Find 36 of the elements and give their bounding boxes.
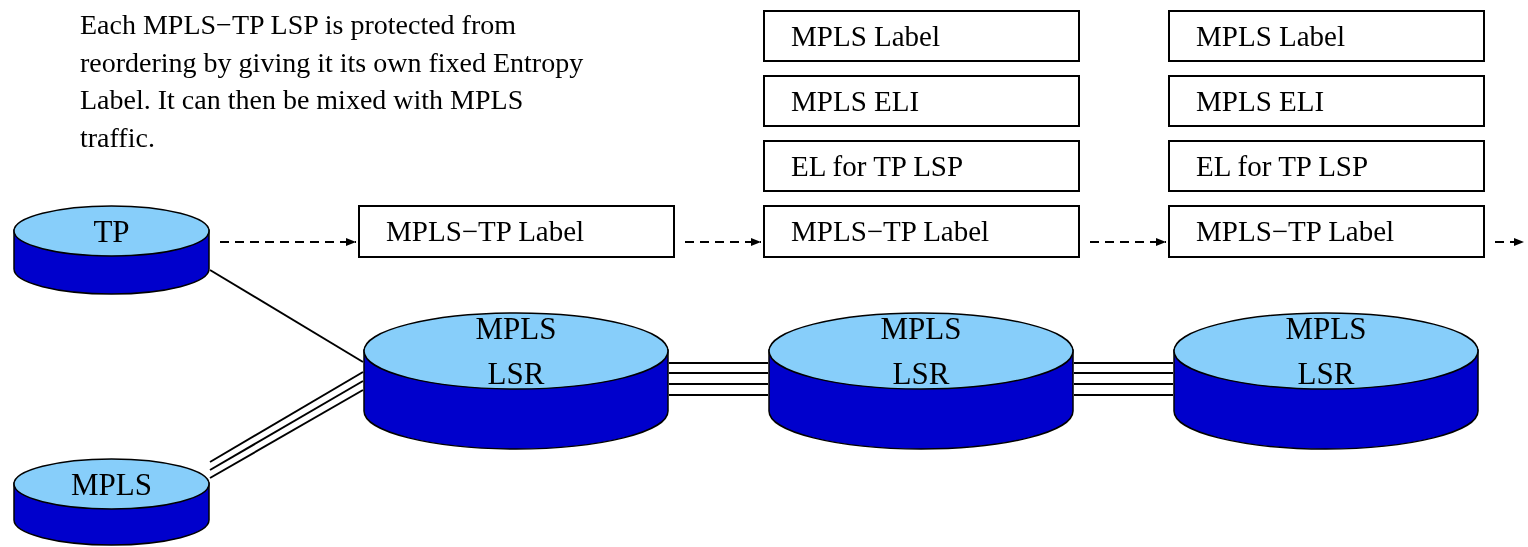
label-box: MPLS ELI xyxy=(763,75,1080,127)
link-line xyxy=(668,372,769,374)
router-label: MPLS xyxy=(70,465,153,504)
link-line xyxy=(668,394,769,396)
label-box: MPLS Label xyxy=(763,10,1080,62)
link-line xyxy=(209,389,364,479)
arrow xyxy=(684,238,762,246)
link-line xyxy=(209,269,364,363)
link-line xyxy=(209,380,364,471)
label-box: MPLS Label xyxy=(1168,10,1485,62)
label-box: EL for TP LSP xyxy=(1168,140,1485,192)
label-box: MPLS−TP Label xyxy=(1168,205,1485,258)
link-line xyxy=(1073,362,1174,364)
link-line xyxy=(1073,383,1174,385)
router-cylinder xyxy=(13,458,210,546)
router-cylinder xyxy=(13,205,210,295)
link-line xyxy=(1073,394,1174,396)
router-cylinder xyxy=(768,312,1074,450)
label-box: MPLS−TP Label xyxy=(358,205,675,258)
label-box: MPLS−TP Label xyxy=(763,205,1080,258)
router-label: MPLS LSR xyxy=(1284,310,1368,393)
router-cylinder xyxy=(1173,312,1479,450)
router-label: MPLS LSR xyxy=(879,310,963,393)
arrow xyxy=(1089,238,1167,246)
link-line xyxy=(668,362,769,364)
router-label: TP xyxy=(92,212,131,251)
note-text: Each MPLS−TP LSP is protected from reordering by giving it its own fixed Entropy Label. It can then be mixed with MPLS traffic. xyxy=(80,8,585,155)
router-cylinder xyxy=(363,312,669,450)
router-label: MPLS LSR xyxy=(474,310,558,393)
arrow xyxy=(1494,238,1525,246)
label-box: MPLS ELI xyxy=(1168,75,1485,127)
arrow xyxy=(219,238,357,246)
link-line xyxy=(1073,372,1174,374)
link-line xyxy=(668,383,769,385)
link-line xyxy=(209,371,364,463)
label-box: EL for TP LSP xyxy=(763,140,1080,192)
